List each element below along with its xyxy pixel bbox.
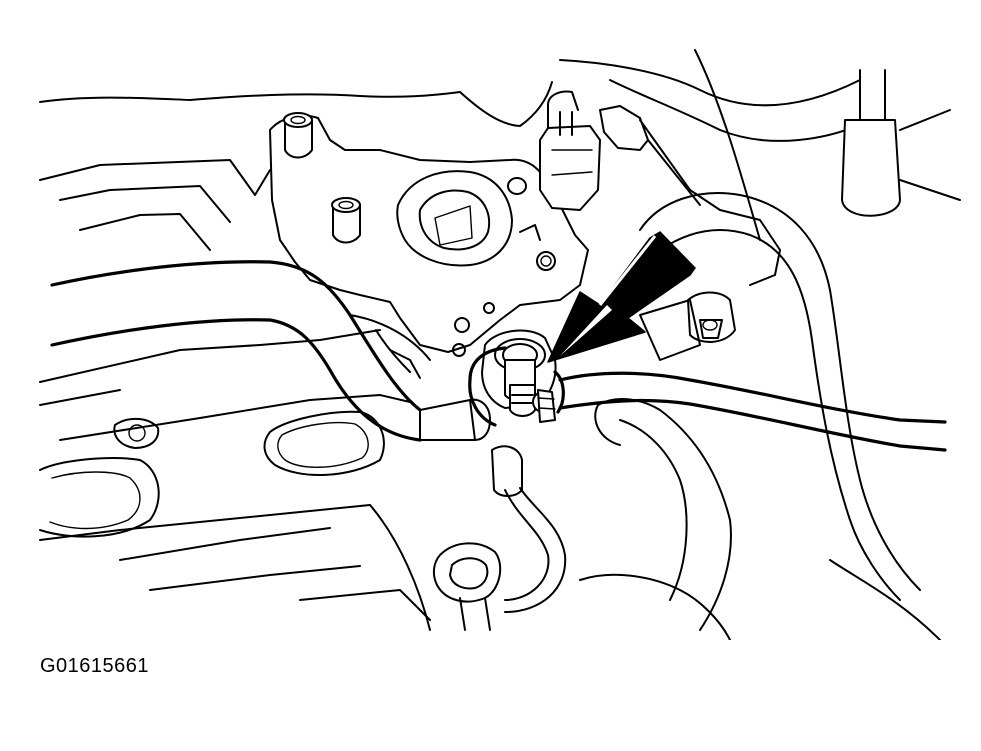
large-hose-right xyxy=(639,192,941,640)
small-pipe xyxy=(432,445,567,631)
coolant-hose-upper xyxy=(559,49,961,241)
figure-code: G01615661 xyxy=(40,655,150,677)
callout-arrow xyxy=(547,231,696,363)
bolt-right xyxy=(687,291,736,343)
engine-line-illustration xyxy=(39,49,961,640)
engine-cover-outline xyxy=(39,81,553,631)
bolt-left-upper xyxy=(283,112,313,159)
vsv-fitting xyxy=(468,329,565,427)
water-outlet-pipe xyxy=(579,398,732,640)
bolt-left-lower xyxy=(331,197,361,244)
mounting-bracket xyxy=(269,114,589,379)
vacuum-line xyxy=(50,260,947,452)
sensor-connector xyxy=(539,90,721,211)
